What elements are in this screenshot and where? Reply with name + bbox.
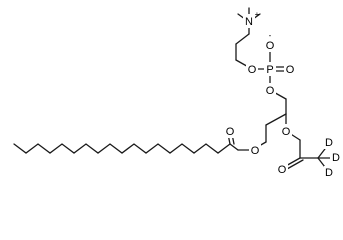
- deuterium-right-label: D: [332, 152, 340, 164]
- deuterium-top-label: D: [325, 137, 333, 149]
- acetate-carbonyl-oxygen-label: O: [278, 164, 287, 176]
- atom-o-acetate-ester: O: [280, 124, 292, 138]
- atom-n: N +: [243, 10, 260, 28]
- phosphate-anion-charge: -: [269, 31, 272, 40]
- atom-o-stearoyl-carbonyl: O: [224, 124, 236, 138]
- atom-o-stearoyl-ester: O: [249, 143, 261, 157]
- acetate-ester-oxygen-label: O: [282, 126, 291, 138]
- phosphoryl-oxygen-label: O: [286, 64, 295, 76]
- atom-o-glycerol: O: [264, 83, 276, 97]
- atom-deuteriums: D D D: [324, 136, 341, 179]
- nitrogen-charge: +: [255, 10, 260, 19]
- atom-o-acetate-carbonyl: O: [276, 162, 288, 176]
- stearoyl-carbonyl-oxygen-label: O: [226, 126, 235, 138]
- phosphate-anion-oxygen-label: O: [266, 40, 275, 52]
- atom-o-double-p: O: [284, 62, 296, 76]
- atom-p: P: [264, 62, 276, 76]
- stearoyl-chain-bonds: [13, 133, 253, 154]
- atom-o-minus: O -: [264, 31, 276, 52]
- stearoyl-ester-oxygen-label: O: [251, 145, 260, 157]
- atom-o-ester-p: O: [246, 62, 258, 76]
- nitrogen-label: N: [245, 16, 253, 28]
- deuterium-bottom-label: D: [325, 167, 333, 179]
- structure-drawing: N + O P O - O O O O O O D D: [13, 7, 341, 179]
- glycerol-phosphate-oxygen-label: O: [266, 85, 275, 97]
- phosphorus-label: P: [266, 64, 273, 76]
- phosphate-ester-oxygen-label: O: [248, 64, 257, 76]
